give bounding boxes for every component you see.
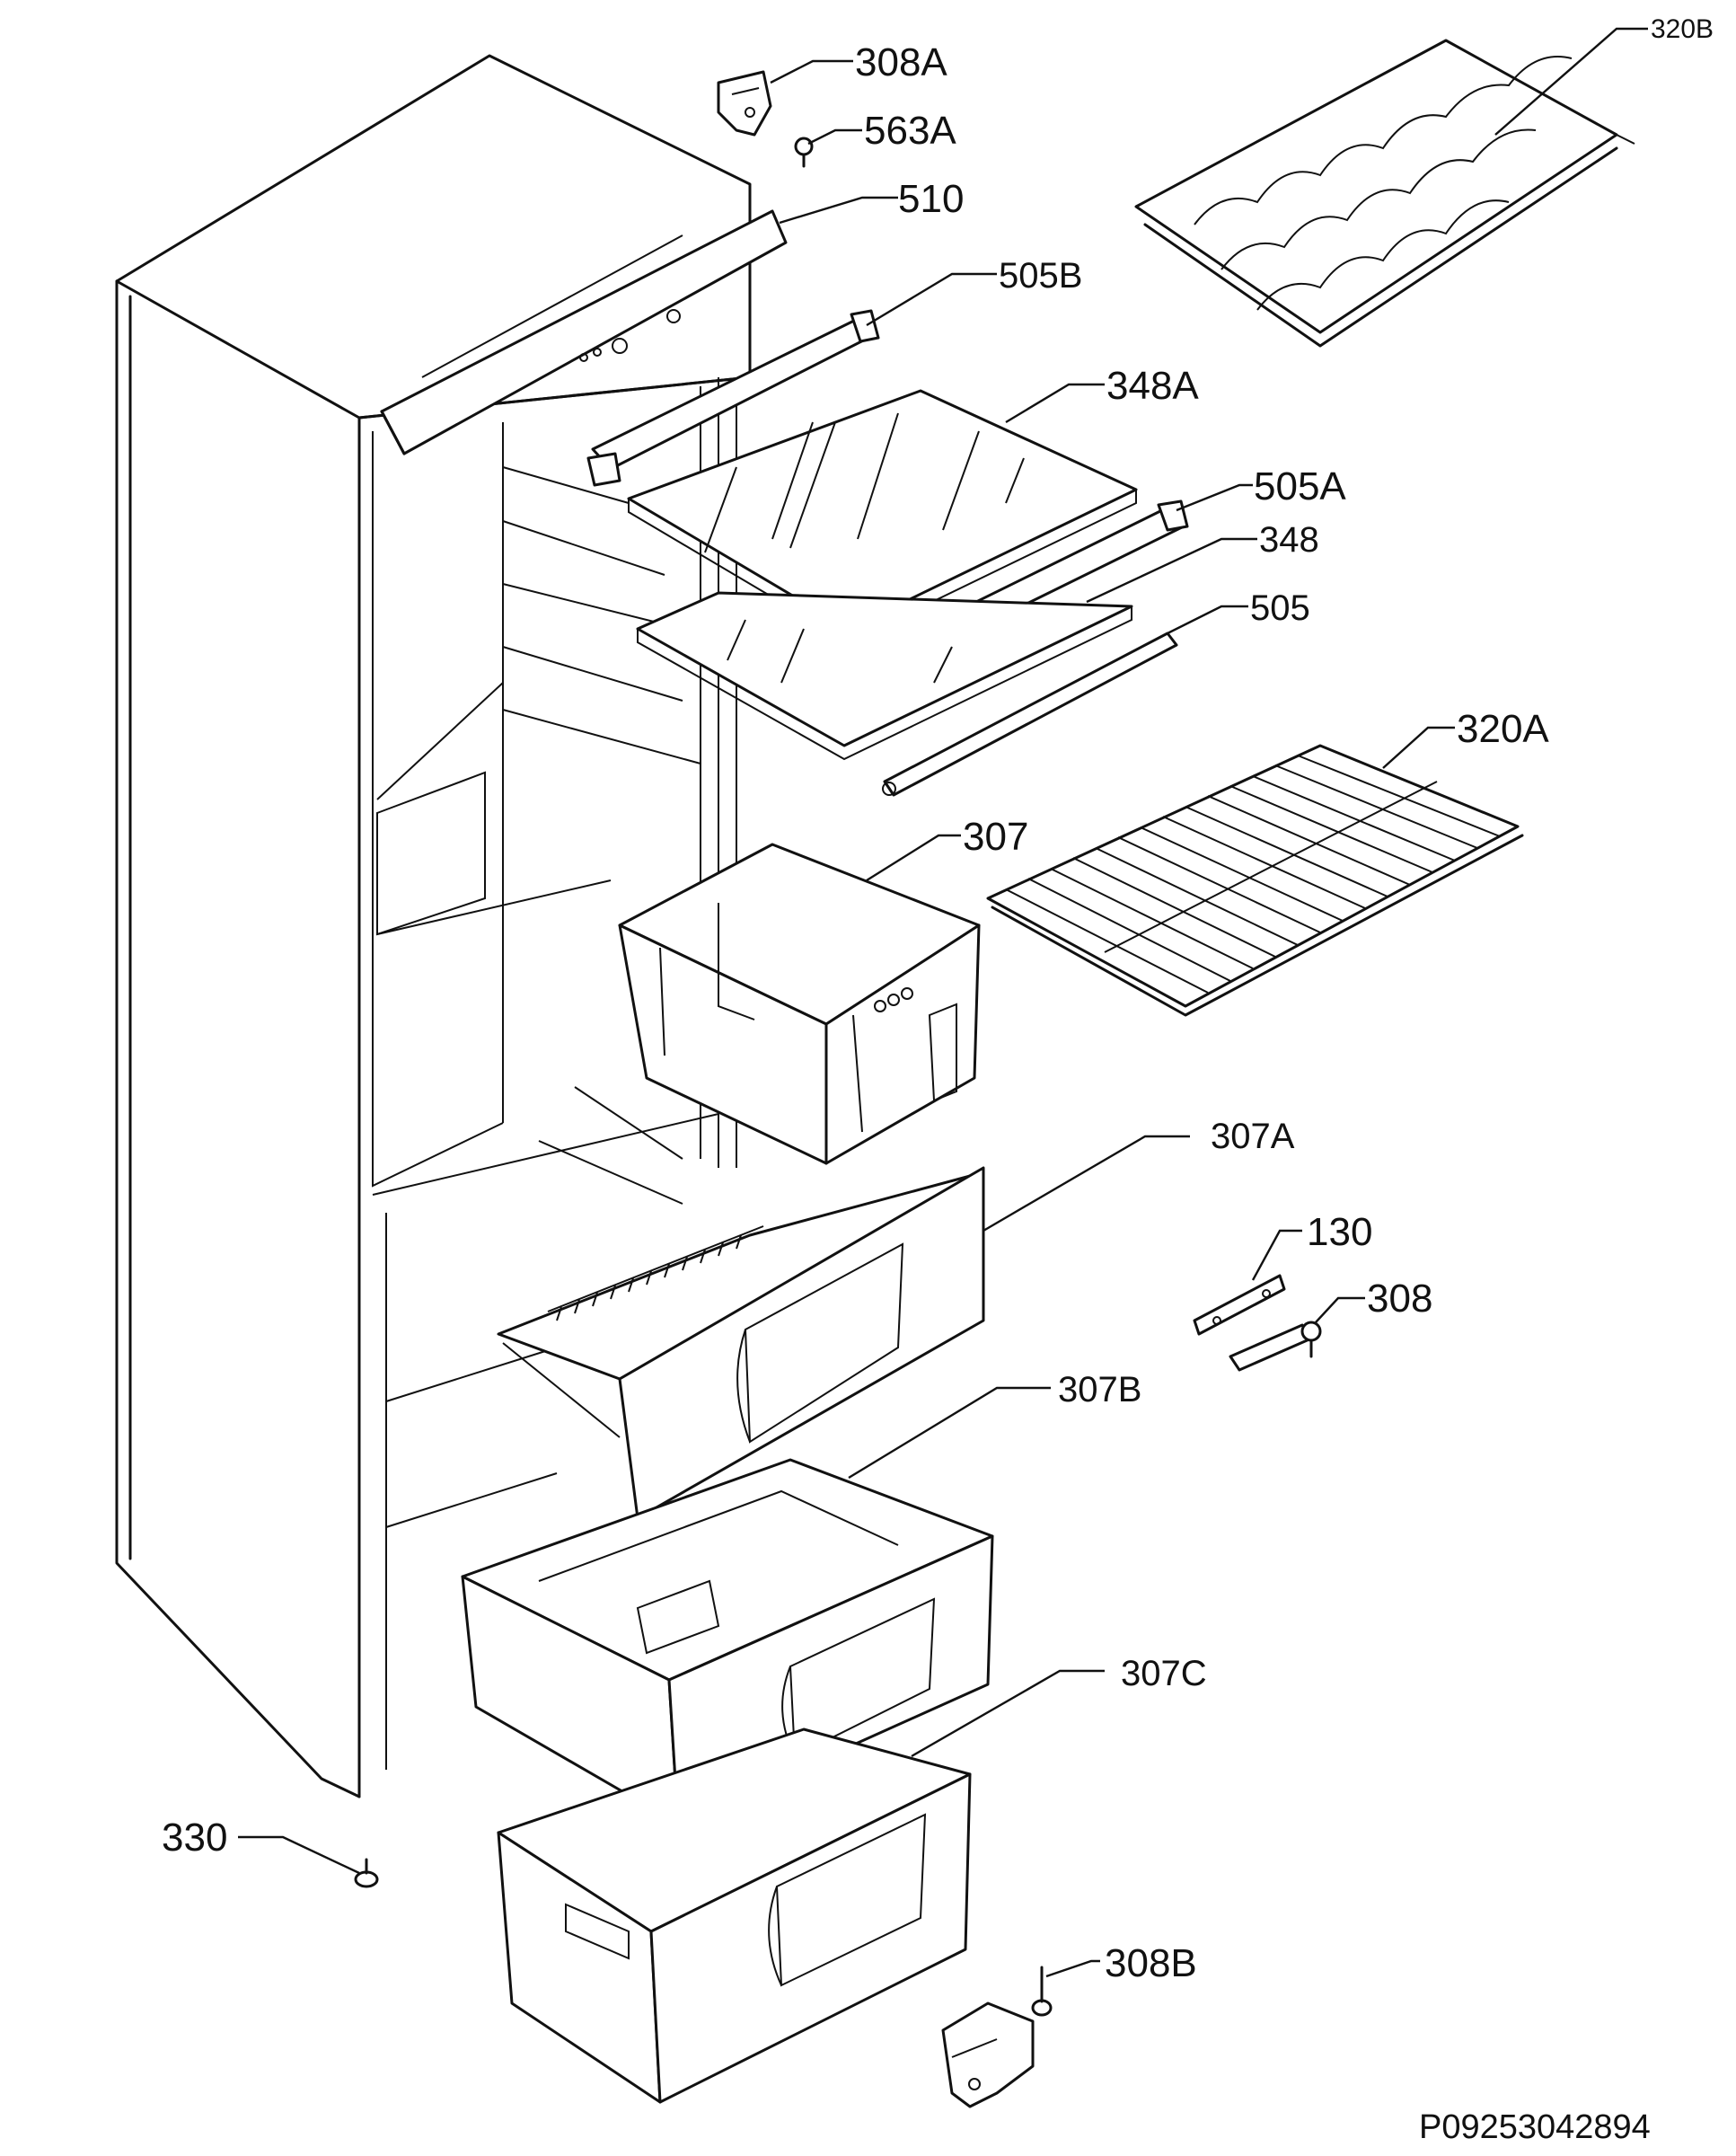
label-307a: 307A [1211,1117,1295,1156]
label-348a: 348A [1106,364,1199,408]
label-307b: 307B [1058,1370,1141,1409]
label-320a: 320A [1457,707,1549,751]
label-563a: 563A [864,109,956,153]
shelf-frame-505b [586,309,880,487]
reference-number: P09253042894 [1419,2108,1651,2146]
wire-shelf-320a [986,744,1524,1017]
label-505a: 505A [1254,464,1346,508]
hinge-130 [1193,1274,1286,1336]
label-308: 308 [1367,1277,1432,1321]
label-307: 307 [963,815,1028,859]
glass-shelf-348 [636,591,1133,761]
control-panel-510 [380,209,788,455]
freezer-drawer-307c [497,1727,972,2104]
bottle-rack-320b [1134,39,1635,348]
label-505: 505 [1250,588,1310,628]
screw-563a [794,137,814,168]
freezer-drawer-307a [497,1166,985,1520]
label-130: 130 [1307,1210,1372,1254]
crisper-drawer-307 [618,843,981,1165]
label-308b: 308B [1105,1941,1197,1985]
trim-505 [882,632,1178,797]
label-348: 348 [1259,520,1319,560]
label-307c: 307C [1121,1654,1207,1693]
hinge-308 [1229,1321,1322,1372]
label-505b: 505B [999,256,1082,296]
hinge-308a [717,70,772,137]
foot-330 [354,1858,379,1888]
label-510: 510 [898,177,964,221]
leader-lines [238,27,1648,1978]
part-labels: 308A 563A 510 505B 348A 505A 348 505 320… [162,14,1714,2146]
lower-hinge-308b [941,1966,1053,2108]
label-308a: 308A [855,40,947,84]
label-330: 330 [162,1816,227,1860]
label-320b: 320B [1651,14,1714,44]
